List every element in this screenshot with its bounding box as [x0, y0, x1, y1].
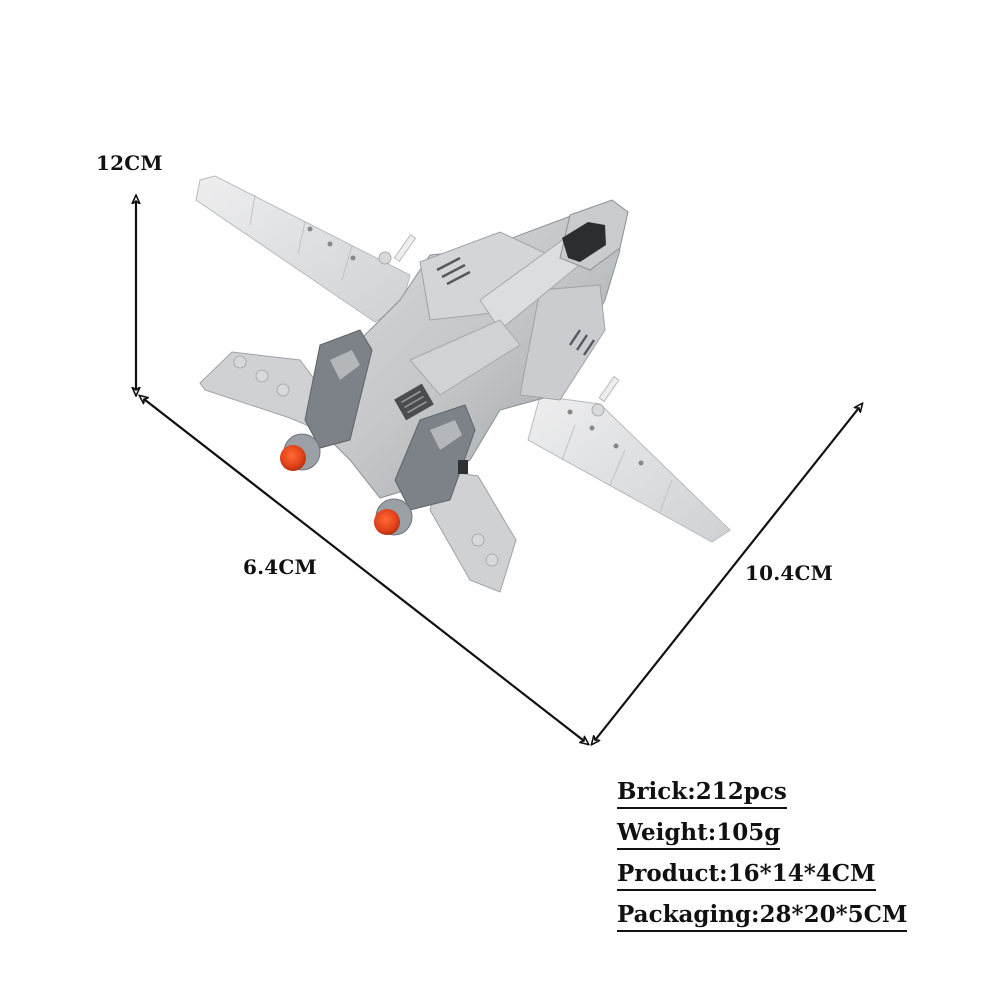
height-dimension-label: 12CM — [96, 151, 163, 175]
left-wing — [195, 175, 411, 323]
spec-product-size: Product:16*14*4CM — [617, 860, 907, 901]
spec-weight: Weight:105g — [617, 819, 907, 860]
spec-list: Brick:212pcs Weight:105g Product:16*14*4… — [617, 778, 908, 942]
length-dimension-label: 10.4CM — [745, 561, 833, 585]
spec-packaging-size: Packaging:28*20*5CM — [617, 901, 908, 942]
right-exhaust — [374, 509, 400, 535]
right-wing — [527, 395, 731, 543]
spec-brick-count: Brick:212pcs — [617, 778, 907, 819]
width-dimension-label: 6.4CM — [243, 555, 317, 579]
dimension-lines — [136, 196, 862, 744]
canopy — [562, 222, 606, 262]
jet-model — [195, 175, 731, 593]
left-exhaust — [280, 445, 306, 471]
